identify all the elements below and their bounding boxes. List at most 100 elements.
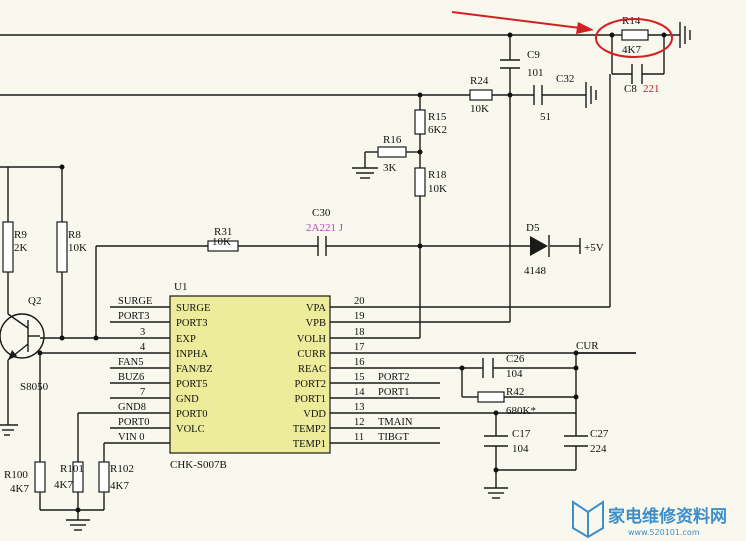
r16-ref: R16 (383, 134, 402, 146)
c32-value: 51 (540, 111, 551, 123)
ic-pin-port5: PORT5 (176, 379, 207, 390)
r8-value: 10K (68, 242, 87, 254)
resistor-r9[interactable]: R9 2K (2, 221, 28, 273)
net-tmain: TMAIN (378, 417, 413, 428)
ic-pin-volc: VOLC (176, 424, 205, 435)
ic-pin-port3: PORT3 (176, 318, 207, 329)
ic-pin-vdd: VDD (303, 409, 326, 420)
ic-left-pins: SURGE PORT3 EXP INPHA FAN/BZ PORT5 GND P… (176, 303, 213, 435)
net-surge: SURGE (118, 296, 152, 307)
pin-number-12: 12 (354, 417, 365, 428)
pin-number-18: 18 (354, 327, 365, 338)
highlight-arrow (451, 11, 594, 34)
d5-value: 4148 (524, 265, 547, 277)
c30-ref: C30 (312, 207, 331, 219)
r42-value: 680K* (506, 405, 536, 417)
ic-pin-gnd: GND (176, 394, 199, 405)
r101-value: 4K7 (54, 479, 73, 491)
watermark: 家电维修资料网 www.520101.com (572, 500, 727, 539)
pin-number-19: 19 (354, 311, 365, 322)
net-tibgt: TIBGT (378, 432, 409, 443)
resistor-r14[interactable]: R14 4K7 (612, 15, 649, 56)
capacitor-c27[interactable]: C27 224 (564, 428, 609, 455)
c8-value: 221 (643, 83, 660, 95)
capacitor-c9[interactable]: C9 101 (500, 49, 544, 79)
resistor-r42[interactable]: R42 680K* (477, 386, 536, 417)
pin-number-11: 11 (354, 432, 364, 443)
resistor-r8[interactable]: R8 10K (56, 221, 87, 273)
ic-pin-port2: PORT2 (295, 379, 326, 390)
resistor-r100[interactable]: R100 4K7 (4, 461, 46, 495)
pin-number-17: 17 (354, 342, 365, 353)
net-fan5: FAN5 (118, 357, 143, 368)
r31-ref: R31 (214, 226, 232, 238)
r18-ref: R18 (428, 169, 447, 181)
capacitor-c17[interactable]: C17 104 (484, 428, 531, 455)
net-port0: PORT0 (118, 417, 149, 428)
r24-ref: R24 (470, 75, 489, 87)
pin-number-14: 14 (354, 387, 365, 398)
r102-value: 4K7 (110, 480, 129, 492)
ic-pin-port0: PORT0 (176, 409, 207, 420)
highlight-circle (595, 18, 673, 58)
ic-pin-reac: REAC (298, 364, 326, 375)
r15-ref: R15 (428, 111, 447, 123)
ic-part: CHK-S007B (170, 459, 227, 471)
capacitor-c30[interactable]: C30 2A221 J (306, 207, 344, 256)
net-port1: PORT1 (378, 387, 409, 398)
r100-value: 4K7 (10, 483, 29, 495)
resistor-r31[interactable]: R31 10K (207, 226, 239, 252)
left-net-labels: SURGE PORT3 3 4 FAN5 BUZ6 7 GND8 PORT0 V… (118, 296, 152, 443)
capacitor-c32[interactable]: C32 51 (533, 73, 586, 123)
r9-value: 2K (14, 242, 28, 254)
c32-ref: C32 (556, 73, 574, 85)
diode-d5[interactable]: D5 4148 (524, 222, 550, 277)
net-port2: PORT2 (378, 372, 409, 383)
c9-value: 101 (527, 67, 544, 79)
wiring (0, 34, 680, 520)
pin-number-3: 3 (140, 327, 145, 338)
ground-symbol-r14 (679, 22, 691, 48)
capacitor-c26[interactable]: C26 104 (482, 353, 525, 380)
c30-value: 2A221 J (306, 222, 344, 234)
ic-pin-temp1: TEMP1 (293, 439, 326, 450)
r31-value: 10K (212, 236, 231, 248)
r8-ref: R8 (68, 229, 81, 241)
book-icon (572, 500, 604, 539)
capacitor-c8[interactable]: C8 221 (624, 64, 660, 95)
ic-pin-surge: SURGE (176, 303, 210, 314)
ic-pin-volh: VOLH (297, 334, 327, 345)
ic-pin-port1: PORT1 (295, 394, 326, 405)
r102-ref: R102 (110, 463, 134, 475)
c9-ref: C9 (527, 49, 540, 61)
resistor-r101[interactable]: R101 4K7 (54, 461, 84, 493)
pin-number-13: 13 (354, 402, 365, 413)
resistor-r15[interactable]: R15 6K2 (414, 109, 447, 136)
q2-value: S8050 (20, 381, 49, 393)
c26-value: 104 (506, 368, 523, 380)
r14-value: 4K7 (622, 44, 641, 56)
net-vin0: VIN 0 (118, 432, 145, 443)
r18-value: 10K (428, 183, 447, 195)
r16-value: 3K (383, 162, 397, 174)
ground-symbol-c17 (484, 480, 508, 499)
r24-value: 10K (470, 103, 489, 115)
transistor-q2[interactable]: Q2 S8050 (0, 295, 49, 393)
pin-number-20: 20 (354, 296, 365, 307)
c17-value: 104 (512, 443, 529, 455)
supply-label: +5V (584, 242, 604, 254)
pin-number-16: 16 (354, 357, 365, 368)
r9-ref: R9 (14, 229, 27, 241)
resistor-r102[interactable]: R102 4K7 (98, 461, 134, 493)
c27-ref: C27 (590, 428, 609, 440)
supply-5v: +5V (579, 238, 604, 254)
ic-u1[interactable]: U1 CHK-S007B SURGE PORT3 EXP INPHA FAN/B… (169, 281, 331, 471)
resistor-r18[interactable]: R18 10K (414, 167, 447, 197)
ic-pin-curr: CURR (297, 349, 326, 360)
ic-pin-inpha: INPHA (176, 349, 209, 360)
right-pin-numbers: 20 19 18 17 16 15 14 13 12 11 PORT2 PORT… (354, 296, 413, 443)
resistor-r16[interactable]: R16 3K (377, 134, 407, 174)
resistor-r24[interactable]: R24 10K (469, 75, 493, 115)
c27-value: 224 (590, 443, 607, 455)
